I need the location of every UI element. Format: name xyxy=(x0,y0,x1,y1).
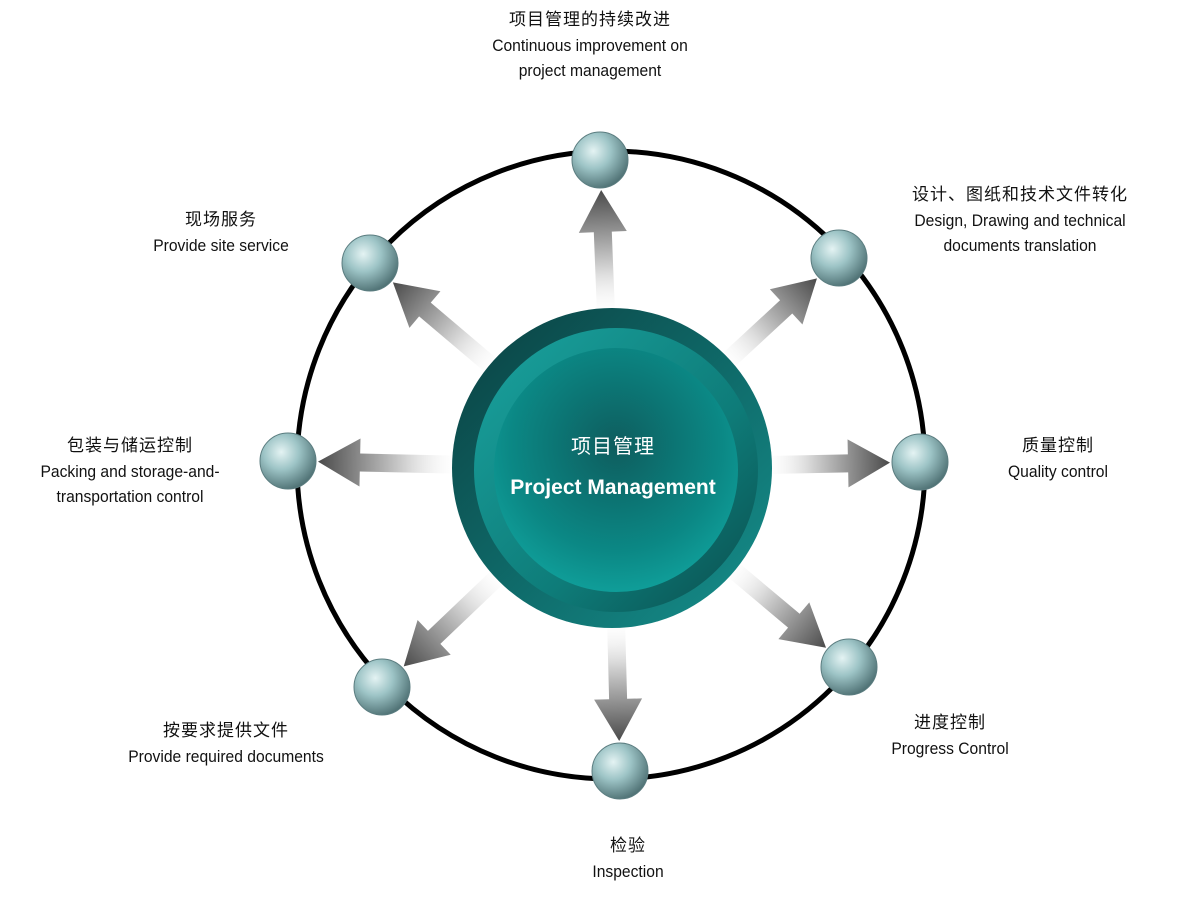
label-bottom-cn: 检验 xyxy=(610,836,646,856)
label-bottom-right: 进度控制 Progress Control xyxy=(886,711,1014,761)
label-right-en-1: Quality control xyxy=(1008,462,1108,481)
label-top-right-cn: 设计、图纸和技术文件转化 xyxy=(912,185,1128,205)
label-top-left-cn: 现场服务 xyxy=(184,210,257,230)
label-right-cn: 质量控制 xyxy=(1021,436,1094,456)
label-top-en-2: project management xyxy=(518,61,662,80)
arrow-top-right xyxy=(715,278,817,373)
label-top-right-en-2: documents translation xyxy=(943,236,1097,255)
arrow-right xyxy=(761,439,891,488)
center-title-cn: 项目管理 xyxy=(570,434,655,458)
label-bottom-left-en-1: Provide required documents xyxy=(128,747,324,766)
node-bottom xyxy=(591,742,649,800)
arrow-top-left xyxy=(392,282,504,378)
node-top-left xyxy=(341,234,399,292)
label-bottom: 检验 Inspection xyxy=(589,834,667,884)
node-bottom-right xyxy=(820,638,878,696)
node-left xyxy=(259,432,317,490)
arrows-group xyxy=(317,189,891,742)
label-top-left-en-1: Provide site service xyxy=(153,236,289,255)
label-top-cn: 项目管理的持续改进 xyxy=(509,10,671,30)
label-top-right-en-1: Design, Drawing and technical xyxy=(914,211,1126,230)
node-top xyxy=(571,131,629,189)
node-right xyxy=(891,433,949,491)
arrow-bottom xyxy=(594,617,643,742)
label-top-right: 设计、图纸和技术文件转化 Design, Drawing and technic… xyxy=(905,183,1135,258)
center-hub xyxy=(452,308,772,628)
label-top-en-1: Continuous improvement on xyxy=(492,36,688,55)
arrow-bottom-right xyxy=(721,557,827,648)
label-left: 包装与储运控制 Packing and storage-and- transpo… xyxy=(33,434,228,509)
label-bottom-right-en-1: Progress Control xyxy=(891,739,1009,758)
label-bottom-left: 按要求提供文件 Provide required documents xyxy=(120,719,333,769)
label-bottom-right-cn: 进度控制 xyxy=(914,713,986,733)
label-bottom-en-1: Inspection xyxy=(592,862,664,881)
label-left-en-2: transportation control xyxy=(56,487,204,506)
center-title-en: Project Management xyxy=(510,476,716,499)
label-left-en-1: Packing and storage-and- xyxy=(40,462,220,481)
arrow-left xyxy=(317,438,463,487)
center-label: 项目管理 Project Management xyxy=(510,432,715,502)
arrow-bottom-left xyxy=(403,564,510,667)
label-top-left: 现场服务 Provide site service xyxy=(147,208,294,258)
node-bottom-left xyxy=(353,658,411,716)
node-top-right xyxy=(810,229,868,287)
label-bottom-left-cn: 按要求提供文件 xyxy=(163,721,289,741)
label-left-cn: 包装与储运控制 xyxy=(67,436,193,456)
label-top: 项目管理的持续改进 Continuous improvement on proj… xyxy=(484,8,697,83)
nodes-group xyxy=(259,131,949,800)
arrow-top xyxy=(578,189,627,319)
label-right: 质量控制 Quality control xyxy=(1004,434,1113,484)
